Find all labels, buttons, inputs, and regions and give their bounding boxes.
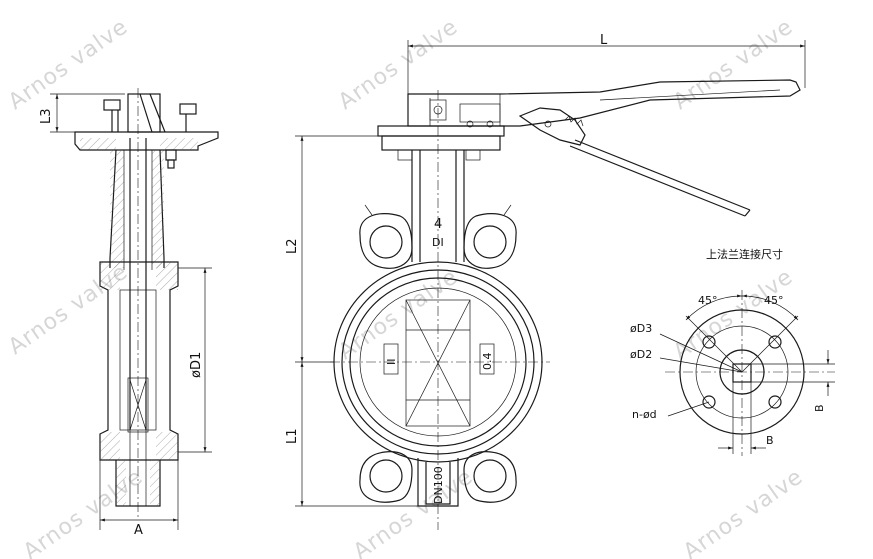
side-section-view: L3 øD1 A (39, 88, 219, 538)
dim-l-label: L (600, 33, 608, 48)
dim-l3-label: L3 (39, 108, 54, 124)
body-mark-di: DI (432, 236, 444, 249)
disc-mark-right: 0.4 (481, 353, 494, 371)
flange-detail-title: 上法兰连接尺寸 (706, 247, 783, 261)
watermark-9: Arnos valve (679, 464, 808, 559)
dim-holes-label: n-ød (632, 408, 657, 421)
body-mark-top: 4 (434, 217, 442, 232)
size-mark: DN100 (432, 466, 445, 504)
watermark-5: Arnos valve (334, 264, 463, 365)
dim-l2-label: L2 (285, 238, 300, 254)
dim-b-vertical-label: B (813, 404, 826, 412)
watermark-6: Arnos valve (669, 264, 798, 365)
watermark-7: Arnos valve (19, 464, 148, 559)
disc-mark-left: II (385, 359, 398, 366)
dim-d2-label: øD2 (630, 348, 652, 361)
dim-d3-label: øD3 (630, 322, 652, 335)
dim-l1-label: L1 (285, 428, 300, 444)
watermark-3: Arnos valve (669, 14, 798, 115)
top-flange-detail: 上法兰连接尺寸 45° 45° øD3 øD2 n-ød B (630, 247, 835, 456)
angle-left-label: 45° (698, 294, 718, 307)
front-view: 4 DI II 0.4 DN100 (285, 33, 806, 530)
angle-right-label: 45° (764, 294, 784, 307)
dim-d1-label: øD1 (189, 352, 204, 378)
dim-b-horizontal-label: B (766, 434, 774, 447)
dim-a-label: A (134, 523, 143, 538)
